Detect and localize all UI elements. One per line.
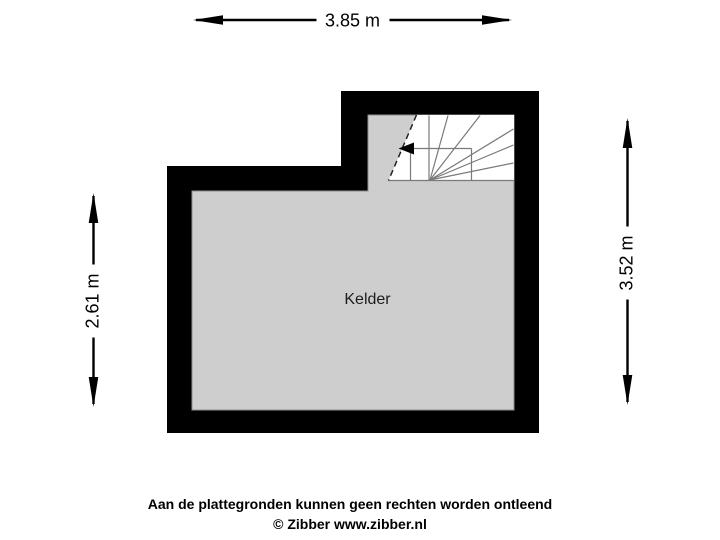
footer-disclaimer: Aan de plattegronden kunnen geen rechten…	[0, 494, 700, 534]
room-label-kelder: Kelder	[344, 290, 391, 308]
footer-disclaimer-line1: Aan de plattegronden kunnen geen rechten…	[147, 496, 553, 512]
stair-direction-arrow-icon	[398, 142, 414, 155]
stair-treads	[388, 115, 514, 182]
staircase	[387, 114, 514, 182]
footer-copyright-line: © Zibber www.zibber.nl	[273, 516, 427, 532]
left-dimension-label: 2.61 m	[81, 263, 104, 338]
stair-well	[388, 115, 514, 181]
top-dimension-label: 3.85 m	[315, 9, 390, 32]
right-dimension-label: 3.52 m	[615, 225, 638, 300]
